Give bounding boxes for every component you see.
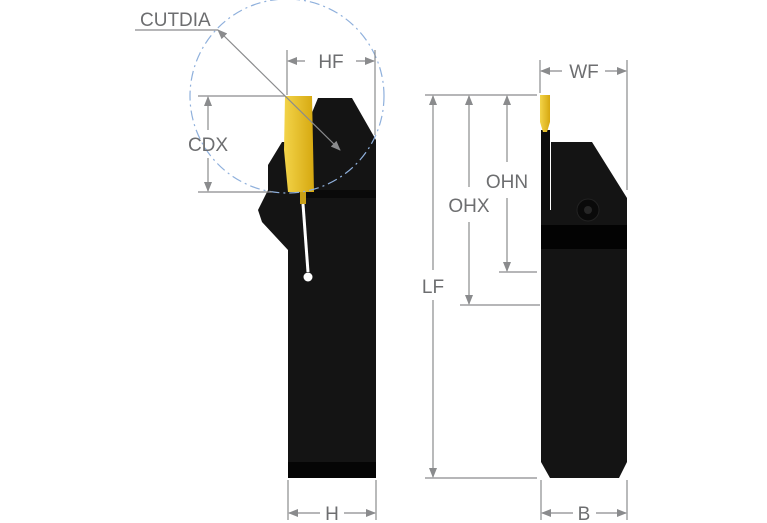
ohn-label: OHN [486,172,528,193]
insert-tab [300,192,306,204]
clamp-screw-socket [584,206,592,214]
slot-relief-hole [303,272,313,282]
wf-label: WF [569,62,599,83]
ohx-label: OHX [448,196,490,217]
tool-holder-body [258,98,376,478]
lf-label: LF [422,277,444,298]
b-label: B [578,504,591,523]
cutting-insert-front [540,95,550,132]
tool-holder-front [541,142,627,478]
cutting-diameter-circle [189,0,385,194]
h-label: H [325,504,339,523]
holder-dark-band [541,225,627,249]
cutdia-arrow [217,29,341,151]
blade-strip [541,130,550,210]
right-tool-view: WF LF OHX OHN B [422,60,628,523]
holder-face-band [300,190,376,198]
clamp-slot [301,203,310,273]
hf-label: HF [318,52,343,73]
holder-base-band [288,462,376,478]
cutdia-label: CUTDIA [140,10,211,31]
left-tool-view: CUTDIA HF CDX H [135,0,385,523]
cdx-label: CDX [188,135,228,156]
